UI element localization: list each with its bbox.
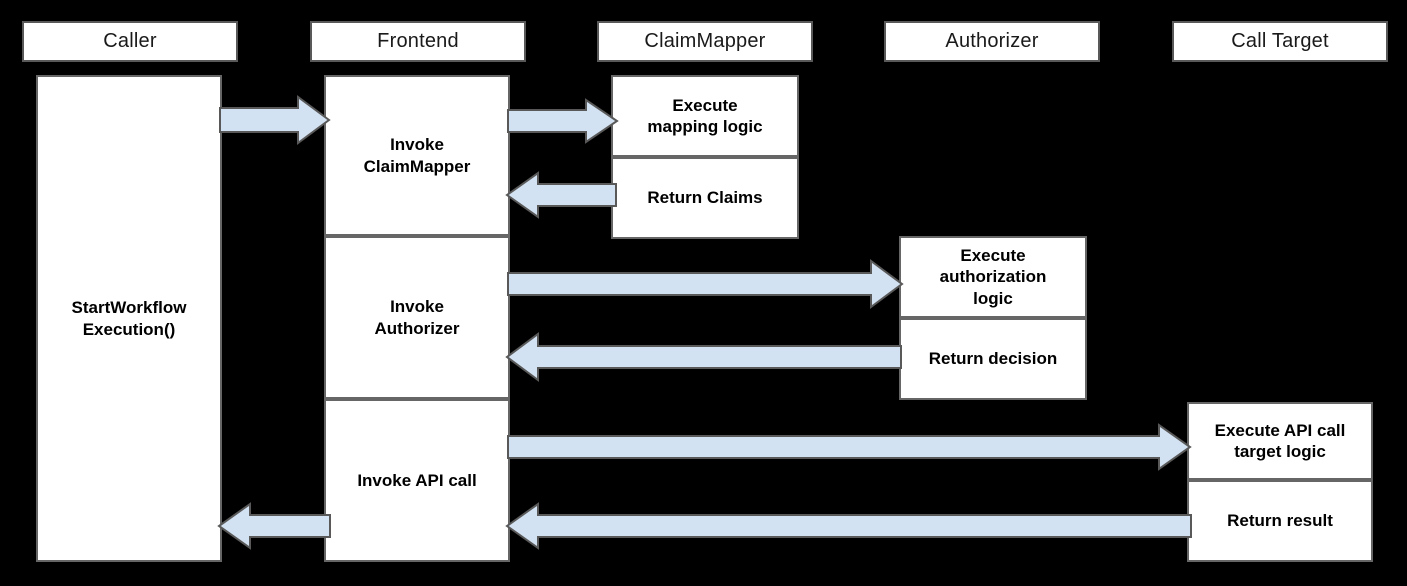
message-arrow-frontend-to-authorizer[interactable] bbox=[507, 259, 904, 309]
activation-calltarget-execute-api-call-target-logic-label: Execute API call target logic bbox=[1214, 420, 1346, 461]
activation-frontend-invoke-authorizer[interactable]: Invoke Authorizer bbox=[324, 236, 510, 399]
lifeline-header-authorizer[interactable]: Authorizer bbox=[884, 21, 1100, 62]
message-arrow-frontend-to-caller[interactable] bbox=[217, 502, 331, 550]
lifeline-header-caller[interactable]: Caller bbox=[22, 21, 238, 62]
activation-frontend-invoke-api-call-label: Invoke API call bbox=[357, 470, 477, 490]
activation-claimmapper-return-claims[interactable]: Return Claims bbox=[611, 157, 799, 239]
activation-caller-start-workflow[interactable]: StartWorkflow Execution() bbox=[36, 75, 222, 562]
activation-frontend-invoke-claimmapper-label: Invoke ClaimMapper bbox=[363, 135, 471, 176]
activation-calltarget-return-result[interactable]: Return result bbox=[1187, 480, 1373, 562]
lifeline-header-calltarget-label: Call Target bbox=[1231, 30, 1329, 52]
message-arrow-calltarget-to-frontend[interactable] bbox=[505, 502, 1192, 550]
lifeline-header-claimmapper-label: ClaimMapper bbox=[644, 30, 766, 52]
activation-authorizer-return-decision[interactable]: Return decision bbox=[899, 318, 1087, 400]
activation-claimmapper-return-claims-label: Return Claims bbox=[647, 188, 763, 208]
activation-frontend-invoke-authorizer-label: Invoke Authorizer bbox=[374, 297, 460, 338]
activation-authorizer-execute-authorization-logic[interactable]: Execute authorization logic bbox=[899, 236, 1087, 318]
activation-claimmapper-execute-mapping-logic-label: Execute mapping logic bbox=[647, 95, 763, 136]
activation-calltarget-execute-api-call-target-logic[interactable]: Execute API call target logic bbox=[1187, 402, 1373, 480]
lifeline-header-frontend-label: Frontend bbox=[377, 30, 459, 52]
lifeline-header-frontend[interactable]: Frontend bbox=[310, 21, 526, 62]
activation-calltarget-return-result-label: Return result bbox=[1227, 511, 1333, 531]
activation-frontend-invoke-api-call[interactable]: Invoke API call bbox=[324, 399, 510, 562]
activation-authorizer-return-decision-label: Return decision bbox=[928, 349, 1058, 369]
lifeline-header-calltarget[interactable]: Call Target bbox=[1172, 21, 1388, 62]
activation-authorizer-execute-authorization-logic-label: Execute authorization logic bbox=[939, 246, 1047, 308]
lifeline-header-authorizer-label: Authorizer bbox=[945, 30, 1039, 52]
activation-caller-start-workflow-label: StartWorkflow Execution() bbox=[71, 298, 187, 339]
lifeline-header-claimmapper[interactable]: ClaimMapper bbox=[597, 21, 813, 62]
activation-frontend-invoke-claimmapper[interactable]: Invoke ClaimMapper bbox=[324, 75, 510, 236]
activation-claimmapper-execute-mapping-logic[interactable]: Execute mapping logic bbox=[611, 75, 799, 157]
message-arrow-claimmapper-to-frontend[interactable] bbox=[505, 171, 617, 219]
message-arrow-frontend-to-claimmapper[interactable] bbox=[507, 98, 619, 144]
message-arrow-caller-to-frontend[interactable] bbox=[219, 95, 331, 145]
lifeline-header-caller-label: Caller bbox=[103, 30, 157, 52]
message-arrow-frontend-to-calltarget[interactable] bbox=[507, 423, 1192, 471]
message-arrow-authorizer-to-frontend[interactable] bbox=[505, 332, 902, 382]
